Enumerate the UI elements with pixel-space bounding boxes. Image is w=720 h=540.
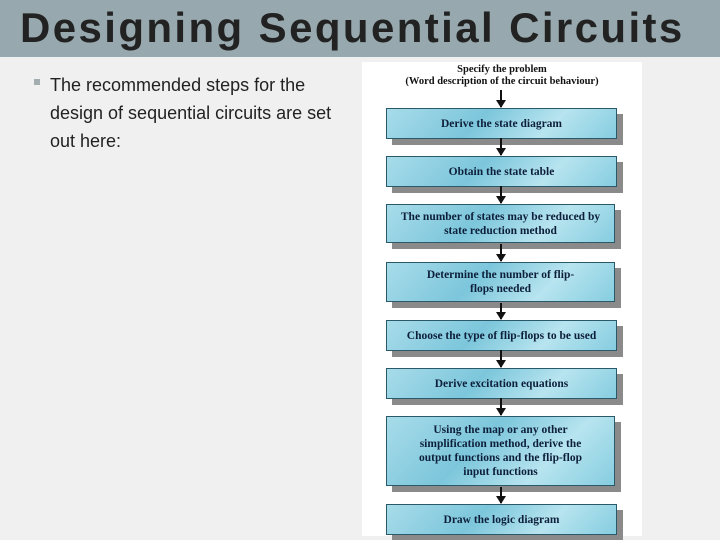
design-steps-flowchart: Specify the problem (Word description of… [362,62,642,536]
step-box-7: Using the map or any other simplificatio… [386,416,615,486]
arrow-icon [496,303,506,320]
step-box-2: Obtain the state table [386,156,617,187]
step-box-5: Choose the type of flip-flops to be used [386,320,617,351]
start-label-line1: Specify the problem [457,64,547,75]
arrow-icon [496,138,506,156]
title-bar: Designing Sequential Circuits [0,0,720,57]
step-box-6: Derive excitation equations [386,368,617,399]
arrow-icon [496,350,506,368]
step-box-1: Derive the state diagram [386,108,617,139]
step-box-3: The number of states may be reduced by s… [386,204,615,243]
arrow-icon [496,398,506,416]
slide-title: Designing Sequential Circuits [20,4,685,51]
arrow-icon [496,487,506,504]
arrow-icon [496,90,506,108]
step-box-8: Draw the logic diagram [386,504,617,535]
arrow-icon [496,244,506,262]
bullet-marker-icon [34,79,40,85]
arrow-icon [496,186,506,204]
start-label-line2: (Word description of the circuit behavio… [405,76,599,87]
flowchart-start: Specify the problem (Word description of… [362,64,642,88]
step-box-4: Determine the number of flip-flops neede… [386,262,615,302]
bullet-text: The recommended steps for the design of … [50,75,332,151]
